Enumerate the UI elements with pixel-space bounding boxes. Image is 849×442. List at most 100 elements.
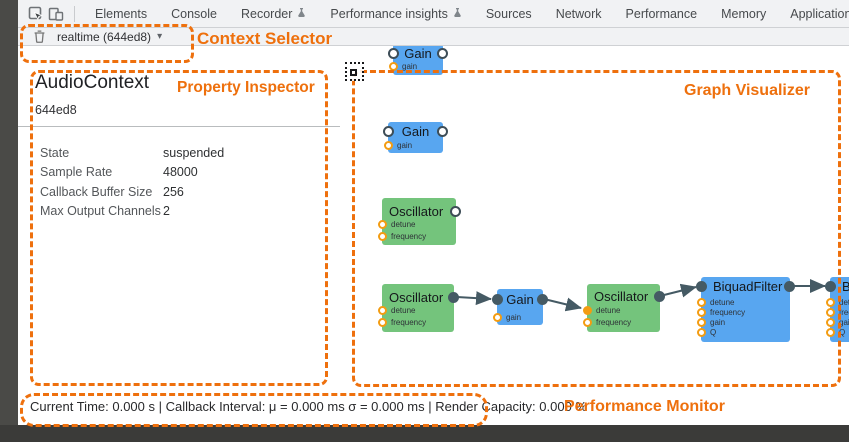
param-label: frequency bbox=[596, 318, 632, 327]
tab-memory[interactable]: Memory bbox=[709, 7, 778, 21]
param-port-detune bbox=[697, 298, 706, 307]
property-value: suspended bbox=[163, 145, 225, 160]
param-label: detune bbox=[596, 306, 621, 315]
node-title: Oscillator bbox=[389, 204, 444, 219]
param-port-Q bbox=[826, 328, 835, 337]
param-label: detune bbox=[391, 220, 416, 229]
graph-node-gain-3[interactable]: Gain gain bbox=[492, 289, 548, 325]
param-label: gain bbox=[506, 313, 522, 322]
graph-node-gain-2[interactable]: Gain gain bbox=[383, 122, 448, 153]
audiocontext-title: AudioContext bbox=[35, 72, 150, 93]
chevron-down-icon: ▾ bbox=[157, 30, 163, 42]
device-toolbar-icon[interactable] bbox=[46, 0, 66, 27]
param-port-Q bbox=[697, 328, 706, 337]
input-port bbox=[383, 126, 394, 137]
performance-status-text: Current Time: 0.000 s | Callback Interva… bbox=[30, 399, 587, 414]
input-port bbox=[696, 281, 707, 292]
tab-label: Elements bbox=[95, 6, 148, 21]
param-label: Q bbox=[710, 328, 717, 337]
context-selector-dropdown[interactable]: realtime (644ed8) ▾ bbox=[57, 30, 162, 44]
node-title: Gain bbox=[401, 124, 430, 139]
tab-label: Performance bbox=[625, 6, 698, 21]
tab-elements[interactable]: Elements bbox=[83, 7, 159, 21]
tab-recorder[interactable]: Recorder bbox=[229, 7, 318, 21]
param-port-gain bbox=[389, 62, 398, 71]
param-port-frequency bbox=[378, 318, 387, 327]
param-label: frequency bbox=[391, 232, 427, 241]
output-port bbox=[450, 206, 461, 217]
param-label: gain bbox=[839, 318, 849, 327]
input-port bbox=[492, 294, 503, 305]
property-label: State bbox=[40, 145, 70, 160]
experiment-flask-icon bbox=[453, 7, 462, 21]
tab-label: Sources bbox=[485, 6, 532, 21]
param-label: gain bbox=[397, 141, 413, 150]
param-port-detune bbox=[826, 298, 835, 307]
inspector-divider bbox=[18, 126, 340, 127]
devtools-tab-bar: Elements Console Recorder Performance insig… bbox=[18, 0, 849, 28]
param-port-frequency bbox=[826, 308, 835, 317]
toolbar-separator bbox=[74, 5, 75, 22]
param-label: frequency bbox=[839, 308, 849, 317]
param-port-frequency bbox=[583, 318, 592, 327]
experiment-flask-icon bbox=[297, 7, 306, 21]
param-port-gain bbox=[493, 313, 502, 322]
node-title: BiquadFilter bbox=[713, 279, 783, 294]
input-port bbox=[388, 48, 399, 59]
node-title: BiquadFilter bbox=[842, 279, 849, 294]
param-label: gain bbox=[402, 62, 418, 71]
window-bottom-edge bbox=[0, 425, 849, 442]
param-port-gain bbox=[697, 318, 706, 327]
param-port-frequency bbox=[697, 308, 706, 317]
trash-icon[interactable] bbox=[33, 30, 46, 43]
tab-performance[interactable]: Performance bbox=[614, 7, 710, 21]
param-port-detune bbox=[583, 306, 592, 315]
node-title: Gain bbox=[404, 46, 432, 61]
output-port bbox=[654, 291, 665, 302]
tab-console[interactable]: Console bbox=[159, 7, 229, 21]
node-title: Oscillator bbox=[594, 289, 649, 304]
param-label: detune bbox=[839, 298, 849, 307]
param-label: frequency bbox=[391, 318, 427, 327]
inspect-element-icon[interactable] bbox=[26, 0, 46, 27]
tab-label: Console bbox=[171, 6, 217, 21]
context-id: 644ed8 bbox=[35, 103, 77, 117]
output-port bbox=[437, 48, 448, 59]
param-label: detune bbox=[391, 306, 416, 315]
output-port bbox=[784, 281, 795, 292]
property-row: State suspended bbox=[40, 143, 320, 163]
param-label: detune bbox=[710, 298, 735, 307]
property-label: Sample Rate bbox=[40, 165, 113, 180]
param-port-detune bbox=[378, 220, 387, 229]
param-label: gain bbox=[710, 318, 726, 327]
tab-sources[interactable]: Sources bbox=[474, 7, 544, 21]
output-port bbox=[448, 292, 459, 303]
window-left-edge bbox=[0, 0, 18, 442]
property-label: Callback Buffer Size bbox=[40, 184, 153, 199]
tab-performance-insights[interactable]: Performance insights bbox=[318, 7, 473, 21]
selection-handle bbox=[345, 62, 364, 81]
tab-label: Network bbox=[555, 6, 602, 21]
tab-network[interactable]: Network bbox=[544, 7, 614, 21]
output-port bbox=[537, 294, 548, 305]
tab-label: Recorder bbox=[240, 6, 293, 21]
node-title: Oscillator bbox=[389, 290, 444, 305]
tab-label: Memory bbox=[721, 6, 767, 21]
node-title: Gain bbox=[506, 292, 534, 307]
param-label: Q bbox=[839, 328, 846, 337]
param-port-frequency bbox=[378, 232, 387, 241]
graph-node-oscillator-3[interactable]: Oscillator detune frequency bbox=[583, 284, 665, 332]
tab-application[interactable]: Application bbox=[778, 7, 849, 21]
tab-label: Application bbox=[790, 6, 849, 21]
webaudio-toolbar: realtime (644ed8) ▾ bbox=[18, 28, 849, 46]
